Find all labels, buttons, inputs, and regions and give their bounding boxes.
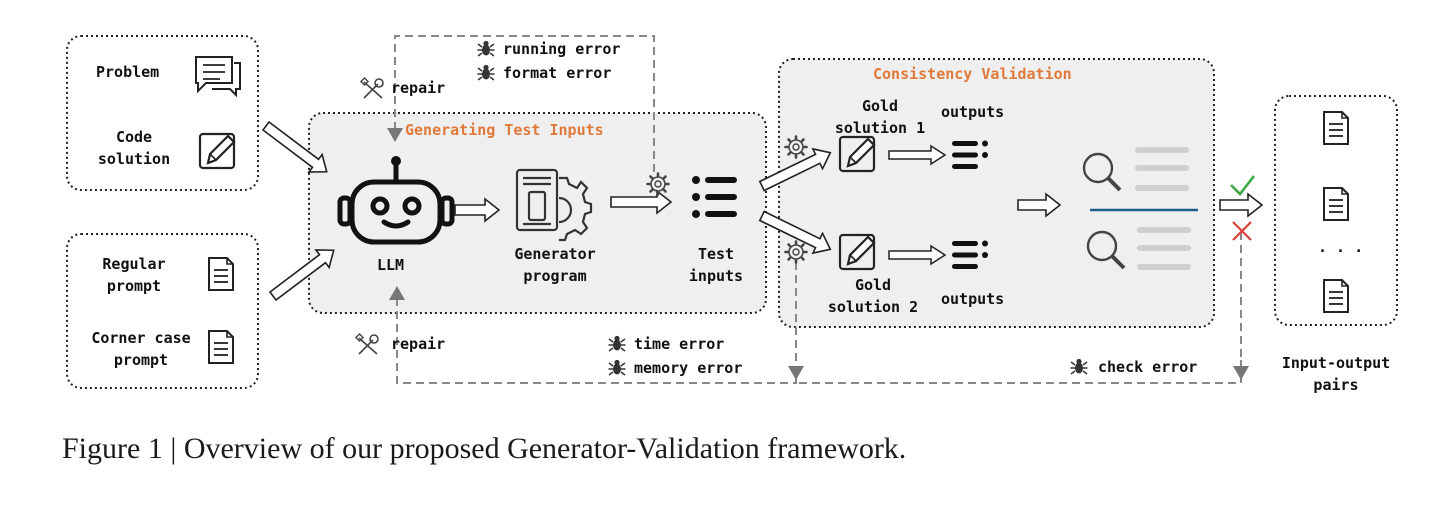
code-solution-line-2: solution — [97, 150, 171, 168]
document-icon — [1323, 111, 1349, 145]
test-inputs-line-1: Test — [697, 245, 735, 263]
list-icon — [692, 176, 737, 218]
top-error-loop — [387, 35, 655, 172]
check-error-label: check error — [1098, 358, 1198, 376]
bottom-error-loop — [389, 286, 797, 384]
check-icon — [1230, 175, 1256, 196]
outputs-label-top: outputs — [941, 103, 1005, 121]
bug-icon — [607, 335, 627, 352]
gold1-line-1: Gold — [861, 97, 899, 115]
validation-title: Consistency Validation — [873, 65, 1072, 83]
generating-title: Generating Test Inputs — [405, 121, 604, 139]
problem-label: Problem — [96, 63, 160, 81]
bug-icon — [476, 40, 496, 57]
pairs-line-1: Input-output — [1281, 354, 1391, 372]
generator-program-label: Generator program — [495, 243, 615, 287]
time-error-label: time error — [634, 335, 725, 353]
repair-label-top: repair — [391, 79, 446, 97]
pairs-line-2: pairs — [1313, 376, 1359, 394]
corner-case-line-1: Corner case — [91, 329, 191, 347]
gold2-line-1: Gold — [854, 276, 892, 294]
running-error-label: running error — [503, 40, 621, 58]
memory-error-label: memory error — [634, 359, 743, 377]
outputs-label-bottom: outputs — [941, 290, 1005, 308]
document-icon — [1323, 279, 1349, 313]
regular-prompt-line-2: prompt — [106, 277, 162, 295]
tools-icon — [360, 77, 384, 99]
input-output-pairs-label: Input-output pairs — [1262, 352, 1410, 396]
magnifier-icon — [1082, 152, 1122, 192]
ellipsis: · · · — [1318, 242, 1364, 260]
chat-icon — [195, 56, 241, 98]
gold1-line-2: solution 1 — [834, 119, 926, 137]
tools-icon — [355, 333, 379, 355]
bug-icon — [607, 359, 627, 376]
corner-case-prompt-label: Corner case prompt — [76, 327, 206, 371]
magnifier-icon — [1086, 230, 1126, 270]
gold2-line-2: solution 2 — [827, 298, 919, 316]
generator-program-icon — [515, 168, 593, 242]
bug-icon — [1069, 358, 1089, 375]
code-solution-line-1: Code — [115, 128, 153, 146]
generator-line-2: program — [523, 267, 587, 285]
check-error-line — [796, 232, 1242, 384]
format-error-label: format error — [503, 64, 612, 82]
framework-diagram — [66, 35, 1398, 389]
llm-label: LLM — [377, 256, 405, 274]
robot-icon — [337, 156, 455, 245]
repair-label-bottom: repair — [391, 335, 446, 353]
cross-icon — [1232, 221, 1252, 241]
test-inputs-label: Test inputs — [676, 243, 756, 287]
document-icon — [208, 330, 234, 364]
corner-case-line-2: prompt — [113, 351, 169, 369]
regular-prompt-line-1: Regular — [102, 255, 166, 273]
document-icon — [208, 257, 234, 291]
bug-icon — [476, 64, 496, 81]
gold-solution-1-label: Gold solution 1 — [820, 95, 940, 139]
test-inputs-line-2: inputs — [688, 267, 744, 285]
code-solution-label: Code solution — [78, 126, 190, 170]
regular-prompt-label: Regular prompt — [78, 253, 190, 297]
document-icon — [1323, 187, 1349, 221]
figure-caption: Figure 1 | Overview of our proposed Gene… — [62, 432, 907, 465]
generator-line-1: Generator — [514, 245, 596, 263]
gold-solution-2-label: Gold solution 2 — [818, 274, 928, 318]
